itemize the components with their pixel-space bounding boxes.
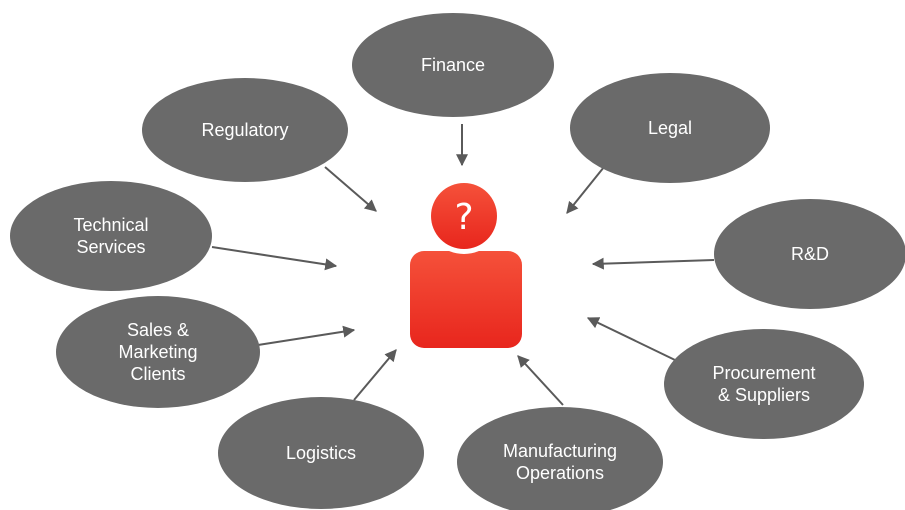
bubble-label-finance: Finance xyxy=(421,55,485,75)
bubble-label-regulatory: Regulatory xyxy=(201,120,288,140)
arrow-rnd xyxy=(591,257,715,270)
person-body-shape xyxy=(410,251,522,348)
connector-arrows xyxy=(211,124,715,406)
bubble-shape-procurement-suppliers xyxy=(664,329,864,439)
bubble-label-logistics: Logistics xyxy=(286,443,356,463)
bubble-label-procurement-suppliers: Procurement xyxy=(712,363,815,383)
person-head-shape xyxy=(431,183,497,249)
bubble-rnd: R&D xyxy=(714,199,905,309)
bubble-label-manufacturing-operations: Manufacturing xyxy=(503,441,617,461)
bubble-label-legal: Legal xyxy=(648,118,692,138)
bubble-regulatory: Regulatory xyxy=(142,78,348,182)
question-mark: ? xyxy=(454,197,473,238)
bubble-label-sales-marketing-clients: Sales & xyxy=(127,320,189,340)
bubble-shape-legal xyxy=(570,73,770,183)
bubble-label-manufacturing-operations: Operations xyxy=(516,463,604,483)
bubble-legal: Legal xyxy=(570,73,770,183)
bubble-label-rnd: R&D xyxy=(791,244,829,264)
arrow-sales-marketing-clients xyxy=(257,325,356,346)
bubble-logistics: Logistics xyxy=(218,397,424,509)
arrow-regulatory xyxy=(324,166,377,212)
bubble-procurement-suppliers: Procurement& Suppliers xyxy=(664,329,864,439)
bubble-label-sales-marketing-clients: Marketing xyxy=(118,342,197,362)
arrow-logistics xyxy=(353,349,397,401)
bubble-finance: Finance xyxy=(352,13,554,117)
bubble-label-technical-services: Services xyxy=(76,237,145,257)
bubble-shape-regulatory xyxy=(142,78,348,182)
arrow-legal xyxy=(566,166,605,214)
arrow-procurement-suppliers xyxy=(586,317,676,361)
arrow-technical-services xyxy=(211,246,338,271)
person-question-icon: ? xyxy=(410,178,522,348)
bubble-shape-finance xyxy=(352,13,554,117)
arrow-manufacturing-operations xyxy=(517,355,564,406)
bubble-label-sales-marketing-clients: Clients xyxy=(130,364,185,384)
bubble-shape-technical-services xyxy=(10,181,212,291)
bubble-shape-rnd xyxy=(714,199,905,309)
bubble-shape-manufacturing-operations xyxy=(457,407,663,510)
bubble-shape-logistics xyxy=(218,397,424,509)
bubble-shape-sales-marketing-clients xyxy=(56,296,260,408)
bubble-label-procurement-suppliers: & Suppliers xyxy=(718,385,810,405)
bubble-label-technical-services: Technical xyxy=(73,215,148,235)
